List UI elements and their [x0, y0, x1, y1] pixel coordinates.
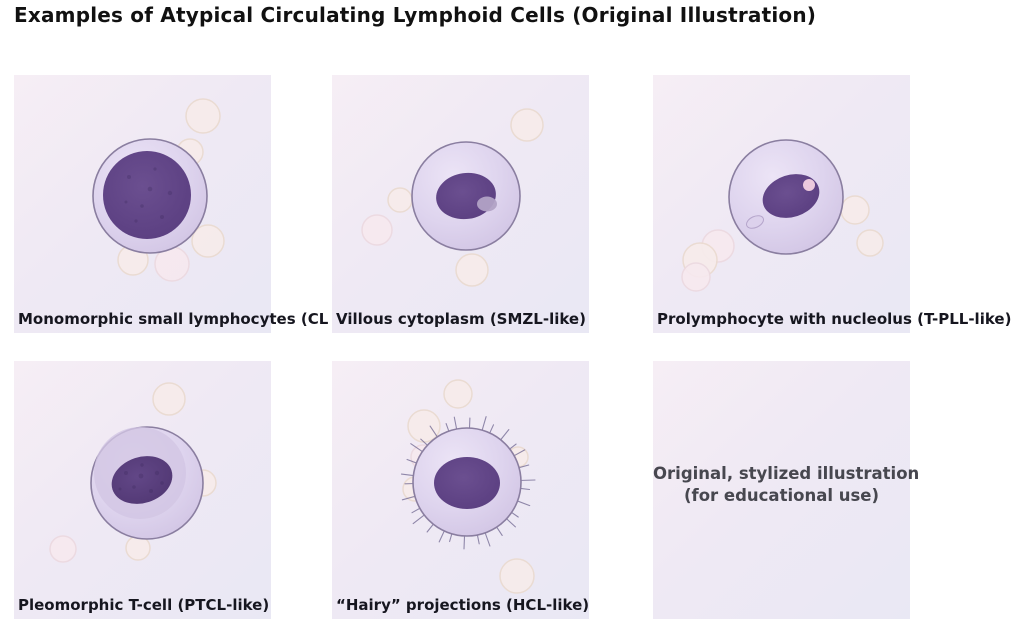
panel-label: Villous cytoplasm (SMZL-like)	[336, 310, 586, 328]
rbc-ghost	[49, 535, 77, 563]
note-line-2: (for educational use)	[683, 485, 880, 505]
rbc-ghost	[191, 224, 225, 258]
hairy-projections	[400, 416, 536, 550]
rbc-ghost	[407, 409, 441, 443]
rbc-ghost	[443, 379, 473, 409]
nucleus	[111, 456, 173, 504]
chromatin-speckles	[118, 463, 164, 493]
rbc-ghost	[387, 187, 413, 213]
panel-note: Original, stylized illustration (for edu…	[653, 361, 920, 619]
note-line-1: Original, stylized illustration	[653, 464, 920, 484]
panel-pleomorphic: Pleomorphic T-cell (PTCL-like)	[14, 361, 271, 619]
panel-villous: Villous cytoplasm (SMZL-like)	[332, 75, 589, 333]
panel-label: Prolymphocyte with nucleolus (T-PLL-like…	[657, 310, 1012, 328]
prolymphocyte-cell-illustration	[681, 139, 884, 292]
rbc-ghost	[185, 98, 221, 134]
panel-hairy: “Hairy” projections (HCL-like)	[332, 361, 589, 619]
nucleolus	[803, 179, 815, 191]
pleomorphic-cell-illustration	[49, 382, 217, 563]
hairy-cell-illustration	[400, 379, 536, 594]
monomorphic-cell-illustration	[92, 98, 225, 282]
rbc-ghost	[510, 108, 544, 142]
villous-cell-illustration	[361, 108, 544, 287]
panel-monomorphic: Monomorphic small lymphocytes (CL	[14, 75, 328, 333]
nuclear-indentation	[477, 196, 497, 212]
panel-prolymphocyte: Prolymphocyte with nucleolus (T-PLL-like…	[653, 75, 1011, 333]
panel-label: “Hairy” projections (HCL-like)	[336, 596, 590, 614]
chromatin-speckles	[124, 167, 173, 223]
panel-label: Pleomorphic T-cell (PTCL-like)	[18, 596, 270, 614]
page-title: Examples of Atypical Circulating Lymphoi…	[14, 3, 817, 27]
nucleus	[103, 151, 191, 239]
nucleus	[434, 457, 500, 509]
rbc-ghost	[455, 253, 489, 287]
rbc-ghost	[152, 382, 186, 416]
rbc-ghost	[499, 558, 535, 594]
educational-note: Original, stylized illustration (for edu…	[653, 463, 920, 507]
rbc-ghost	[681, 262, 711, 292]
rbc-ghost	[840, 195, 870, 225]
cytoplasm-vacuole	[746, 215, 764, 229]
rbc-ghost	[856, 229, 884, 257]
rbc-ghost	[361, 214, 393, 246]
panel-label: Monomorphic small lymphocytes (CL	[18, 310, 329, 328]
